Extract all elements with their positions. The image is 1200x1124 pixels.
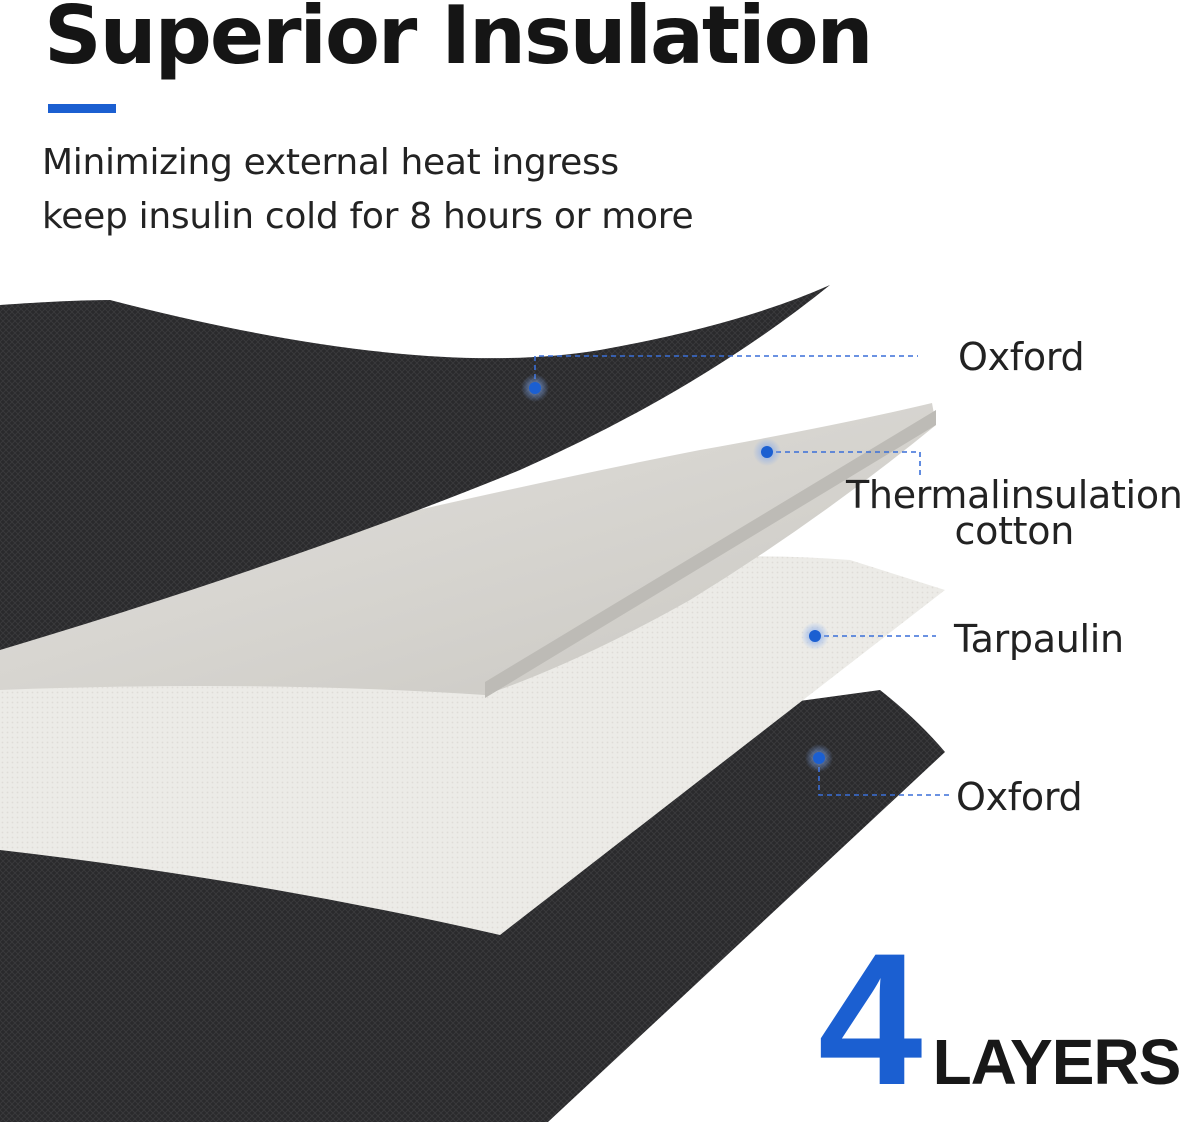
layer-outer-oxford — [0, 285, 830, 650]
layer-count-number: 4 — [818, 914, 923, 1124]
layer-insulation — [0, 403, 936, 695]
label-oxford-outer: Oxford — [958, 335, 1085, 379]
layer-insulation-edge — [485, 410, 936, 698]
label-thermal-line-1: Thermalinsulation — [846, 473, 1183, 517]
leader-oxford-bottom — [805, 744, 952, 796]
leader-oxford-top — [521, 355, 918, 402]
subtitle-line-2: keep insulin cold for 8 hours or more — [42, 196, 694, 237]
subtitle-line-1: Minimizing external heat ingress — [42, 142, 619, 183]
label-thermal-line-2: cotton — [954, 509, 1075, 553]
label-thermal-insulation: Thermalinsulation cotton — [846, 473, 1183, 553]
leader-insulation — [753, 438, 921, 478]
label-tarpaulin: Tarpaulin — [954, 617, 1124, 661]
subtitle: Minimizing external heat ingress keep in… — [42, 136, 694, 244]
title-accent-bar — [48, 104, 116, 113]
layer-count-word: LAYERS — [932, 1026, 1182, 1098]
leader-tarpaulin — [801, 622, 936, 650]
page-title: Superior Insulation — [44, 0, 874, 82]
label-oxford-inner: Oxford — [956, 775, 1083, 819]
